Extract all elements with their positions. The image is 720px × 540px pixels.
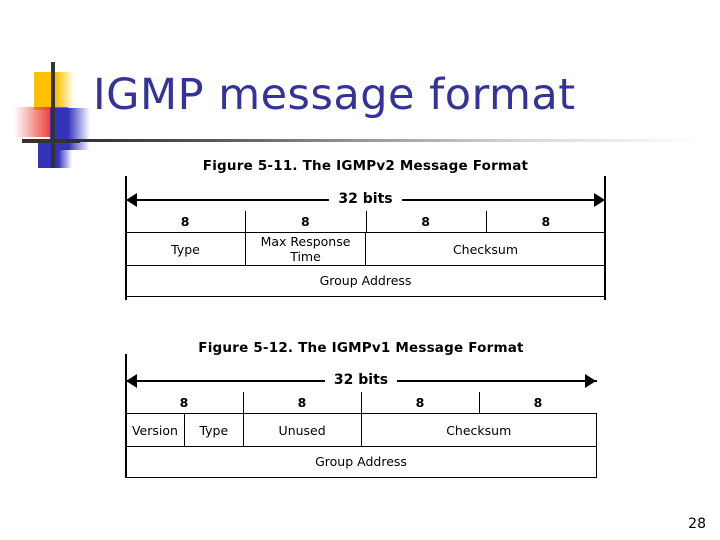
page-number: 28 bbox=[688, 516, 706, 532]
figure-igmpv1-bit-labels: 8 8 8 8 bbox=[125, 392, 597, 413]
bit-label: 8 bbox=[415, 395, 425, 410]
bit-label: 8 bbox=[301, 214, 310, 229]
bit-tick-8 bbox=[243, 392, 244, 413]
field-cell: Max Response Time bbox=[245, 232, 366, 266]
figure-rail-right bbox=[604, 176, 606, 300]
slide-title: IGMP message format bbox=[93, 70, 576, 120]
figure-igmpv2-packet-table: Type Max Response Time Checksum Group Ad… bbox=[125, 232, 606, 297]
span-label-wrap: 32 bits bbox=[125, 189, 606, 209]
bit-tick-24 bbox=[479, 392, 480, 413]
logo-horizontal-bar bbox=[22, 139, 80, 143]
table-row: Type Max Response Time Checksum bbox=[125, 232, 606, 266]
bit-label: 8 bbox=[297, 395, 307, 410]
figure-igmpv1: Figure 5-12. The IGMPv1 Message Format 3… bbox=[125, 340, 597, 478]
bit-tick-16 bbox=[361, 392, 362, 413]
field-cell: Unused bbox=[242, 413, 362, 447]
figure-igmpv2-caption: Figure 5-11. The IGMPv2 Message Format bbox=[202, 160, 529, 173]
logo-vertical-bar bbox=[51, 62, 55, 168]
bit-tick-24 bbox=[485, 211, 487, 232]
table-row: Group Address bbox=[125, 265, 606, 297]
arrow-left-icon bbox=[126, 193, 137, 207]
figure-igmpv1-packet-table: Version Type Unused Checksum Group Addre… bbox=[125, 413, 597, 478]
bit-tick-8 bbox=[245, 211, 247, 232]
field-cell: Checksum bbox=[360, 413, 597, 447]
bit-tick-16 bbox=[365, 211, 367, 232]
logo-blue-square-lower bbox=[38, 142, 72, 168]
bit-label: 8 bbox=[541, 214, 551, 229]
figure-igmpv2: Figure 5-11. The IGMPv2 Message Format 3… bbox=[125, 160, 606, 300]
figure-igmpv2-bit-labels: 8 8 8 8 bbox=[125, 211, 606, 232]
field-cell: Checksum bbox=[365, 232, 606, 266]
figure-rail-left bbox=[125, 354, 127, 478]
table-row: Group Address bbox=[125, 446, 597, 478]
field-cell: Group Address bbox=[125, 446, 597, 478]
figure-igmpv1-span-label: 32 bits bbox=[324, 372, 398, 388]
bit-label: 8 bbox=[421, 214, 430, 229]
figure-igmpv1-span-arrow: 32 bits bbox=[125, 370, 597, 392]
field-cell: Version bbox=[125, 413, 185, 447]
field-cell: Group Address bbox=[125, 265, 606, 297]
arrow-right-icon bbox=[585, 374, 596, 388]
figure-igmpv2-span-label: 32 bits bbox=[329, 191, 402, 207]
arrow-left-icon bbox=[126, 374, 137, 388]
span-label-wrap: 32 bits bbox=[125, 370, 597, 390]
table-row: Version Type Unused Checksum bbox=[125, 413, 597, 447]
figure-rail-left bbox=[125, 176, 127, 300]
title-underline-rule bbox=[66, 139, 706, 142]
bit-label: 8 bbox=[180, 214, 190, 229]
bit-label: 8 bbox=[533, 395, 543, 410]
arrow-right-icon bbox=[594, 193, 605, 207]
bit-label: 8 bbox=[179, 395, 189, 410]
slide-logo-decoration bbox=[14, 62, 100, 168]
field-cell: Type bbox=[125, 232, 246, 266]
figure-igmpv1-caption: Figure 5-12. The IGMPv1 Message Format bbox=[198, 340, 524, 356]
figure-igmpv2-span-arrow: 32 bits bbox=[125, 189, 606, 211]
field-cell: Type bbox=[183, 413, 244, 447]
